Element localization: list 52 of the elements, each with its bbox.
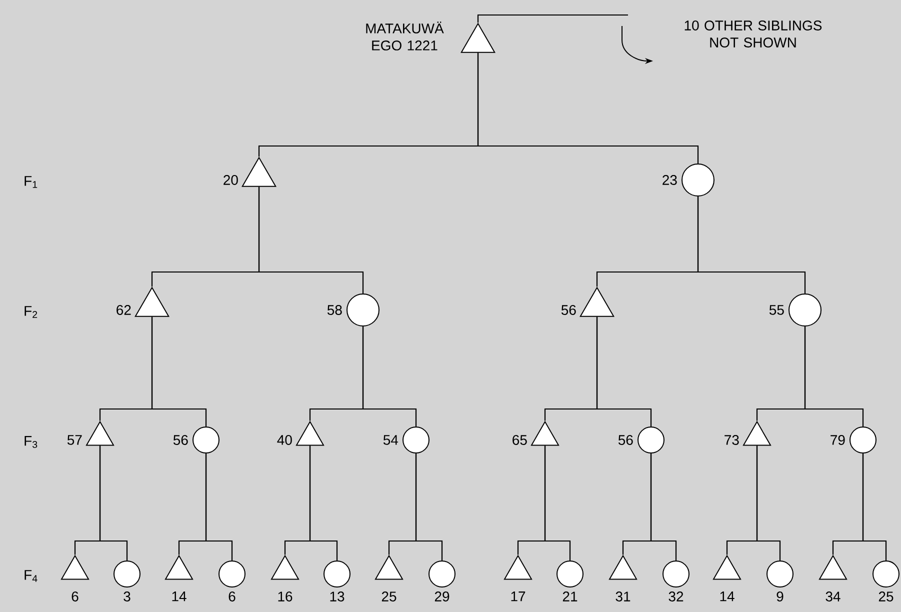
descent-line xyxy=(415,454,443,560)
number-label: 57 xyxy=(67,435,82,445)
number-label: 3 xyxy=(124,592,130,602)
number-label: 56 xyxy=(173,435,188,445)
descent-line xyxy=(804,326,864,426)
number-label: 6 xyxy=(72,592,78,602)
number-label: 29 xyxy=(434,592,450,602)
number-label: 65 xyxy=(512,435,527,445)
number-label: 25 xyxy=(878,592,894,602)
descent-line xyxy=(205,454,233,560)
number-label: 25 xyxy=(382,592,396,602)
number-label: 21 xyxy=(562,592,578,602)
number-label: 73 xyxy=(724,435,739,445)
descent-line xyxy=(650,454,677,560)
descent-line xyxy=(544,446,571,560)
name-label: MATAKUWÄ EGO 1221 xyxy=(366,22,444,50)
number-label: 32 xyxy=(668,592,684,602)
generation-label: F$_{2}$ xyxy=(24,306,38,318)
number-label: 23 xyxy=(662,175,677,185)
number-label: 6 xyxy=(228,592,236,602)
number-label: 62 xyxy=(116,305,131,315)
number-label: 13 xyxy=(330,592,344,602)
descent-line xyxy=(99,446,128,560)
number-label: 20 xyxy=(224,175,238,185)
number-label: 54 xyxy=(383,435,398,445)
descent-line xyxy=(596,316,652,426)
note-text: 10 OTHER SIBLINGS NOT SHOWN xyxy=(684,20,822,48)
descent-line xyxy=(362,326,417,426)
generation-label: F$_{1}$ xyxy=(24,176,38,188)
sibling-line xyxy=(477,14,628,23)
number-label: 56 xyxy=(561,305,576,315)
number-label: 56 xyxy=(618,435,633,445)
descent-line xyxy=(862,454,887,560)
number-label: 55 xyxy=(769,305,784,315)
descent-line xyxy=(697,196,806,294)
number-label: 14 xyxy=(720,592,734,602)
descent-line xyxy=(309,446,338,560)
number-label: 17 xyxy=(511,592,526,602)
descent-line xyxy=(477,52,699,164)
descent-line xyxy=(756,446,781,560)
number-label: 40 xyxy=(277,435,292,445)
number-label: 16 xyxy=(278,592,292,602)
number-label: 58 xyxy=(327,305,342,315)
number-label: 34 xyxy=(826,592,840,602)
number-label: 9 xyxy=(776,592,784,602)
descent-line xyxy=(258,186,364,294)
generation-label: F$_{3}$ xyxy=(24,436,38,448)
generation-label: F$_{4}$ xyxy=(24,570,38,582)
number-label: 79 xyxy=(830,435,845,445)
number-label: 14 xyxy=(172,592,186,602)
number-label: 31 xyxy=(616,592,630,602)
descent-line xyxy=(151,316,207,426)
